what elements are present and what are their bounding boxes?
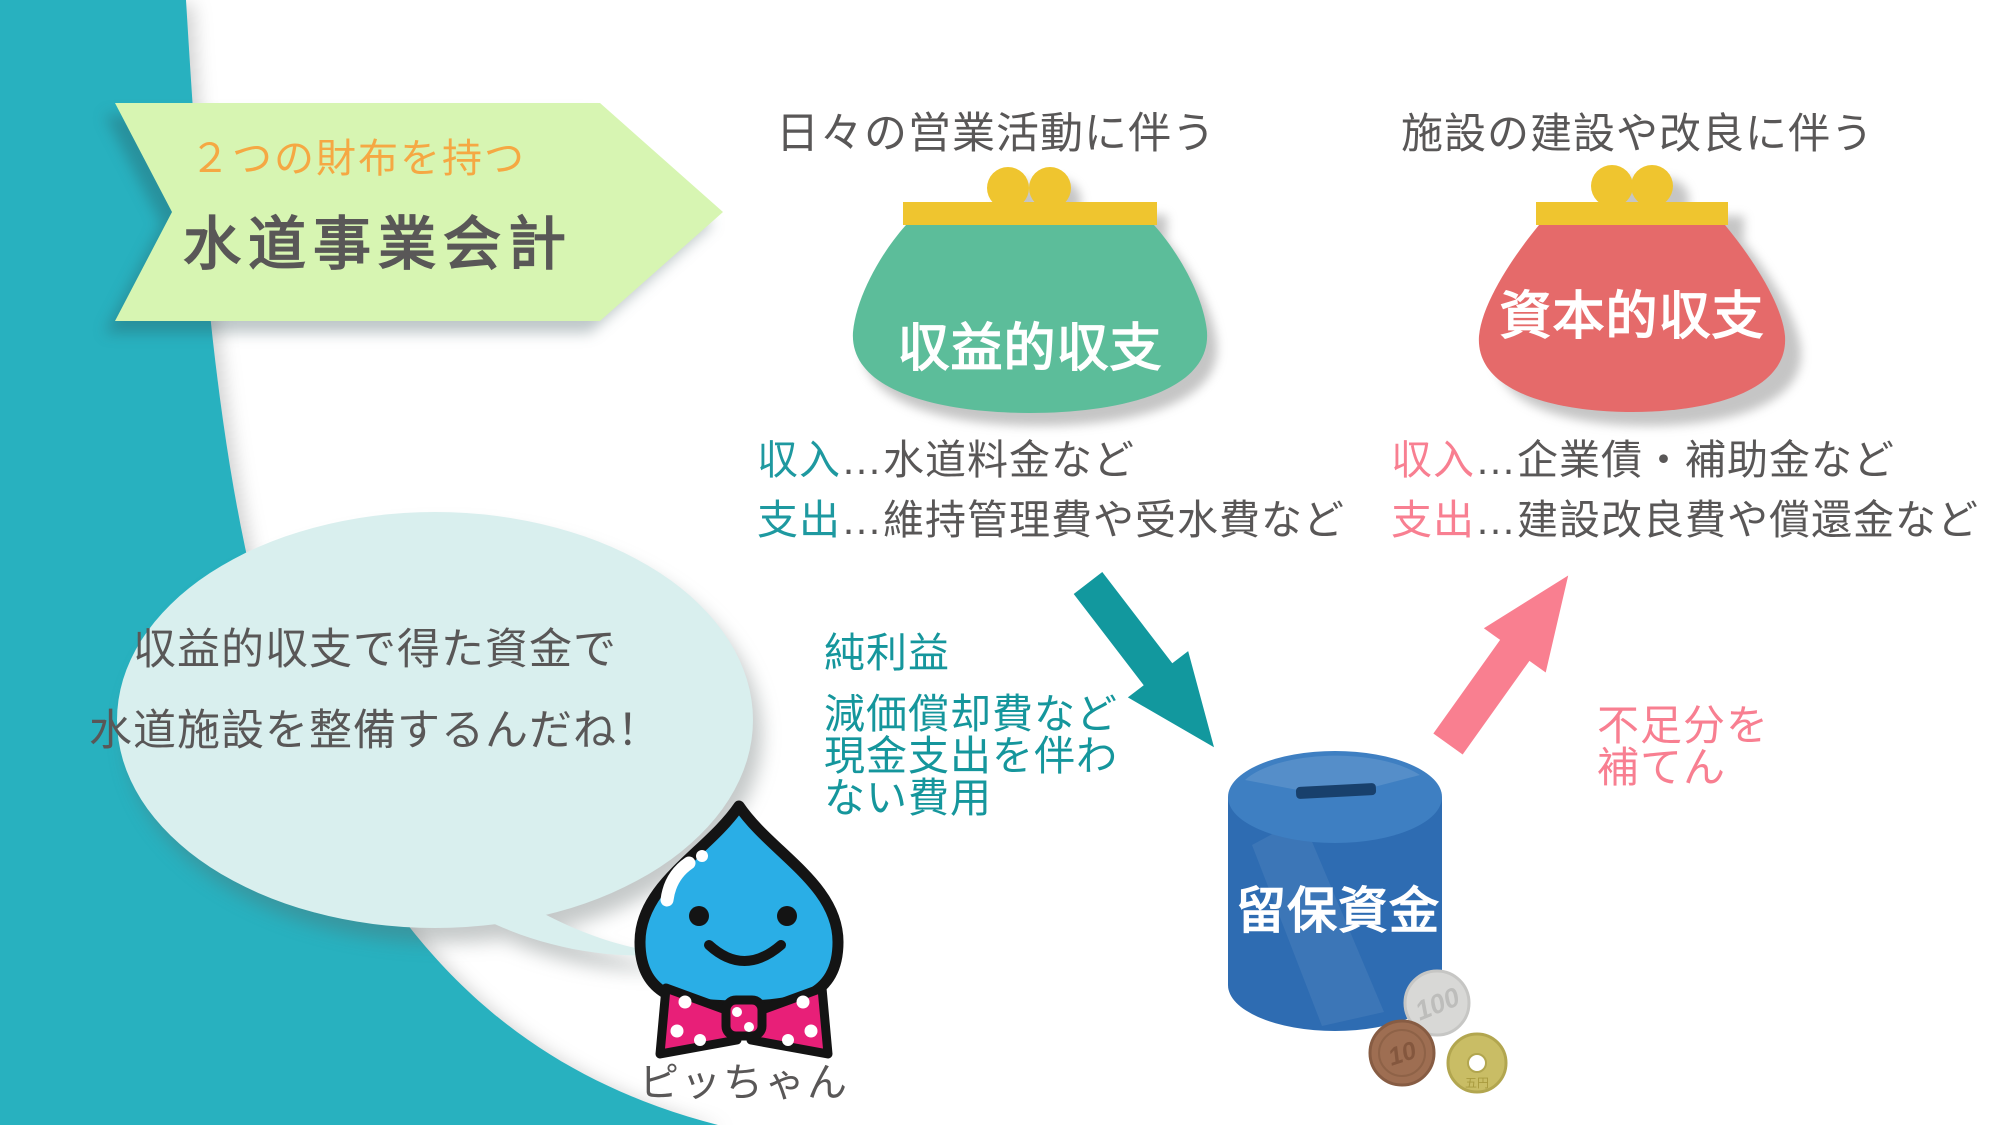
- capital-purse: [1478, 165, 1786, 412]
- coin-5-hole: [1467, 1053, 1487, 1073]
- revenue-expense-text: …維持管理費や受水費など: [841, 497, 1345, 543]
- revenue-expense-line: 支出…維持管理費や受水費など: [757, 500, 1345, 541]
- revenue-income-text: …水道料金など: [841, 437, 1135, 483]
- capital-purse-body: [1478, 225, 1786, 412]
- capital-income-text: …企業債・補助金など: [1475, 437, 1895, 483]
- capital-purse-clasp-left: [1591, 165, 1633, 207]
- revenue-purse-clasp-right: [1029, 167, 1071, 209]
- non-cash-note-line: ない費用: [824, 775, 992, 821]
- mascot-name: ピッちゃん: [639, 1061, 849, 1105]
- coin-slot: [1295, 783, 1377, 799]
- coin-5-text: 五円: [1465, 1076, 1489, 1090]
- non-cash-note-line: 減価償却費など: [824, 691, 1118, 737]
- bow-dot: [744, 1022, 754, 1032]
- revenue-income-line: 収入…水道料金など: [757, 440, 1135, 481]
- capital-purse-frame: [1536, 202, 1728, 225]
- revenue-purse: [852, 167, 1208, 413]
- mascot-smile: [704, 940, 786, 966]
- non-cash-note-line: 現金支出を伴わ: [824, 733, 1118, 779]
- coin-10-ring: [1378, 1029, 1426, 1077]
- capital-purse-clasp-right: [1631, 165, 1673, 207]
- revenue-purse-clasp-left: [987, 167, 1029, 209]
- bow-dot: [804, 1024, 818, 1038]
- revenue-section-header: 日々の営業活動に伴う: [776, 110, 1216, 158]
- title-banner-shape: [115, 103, 723, 321]
- bow-dot: [694, 1034, 706, 1046]
- shortfall-note-line: 不足分を: [1597, 702, 1770, 749]
- mascot-highlight: [660, 856, 696, 907]
- capital-section-header: 施設の建設や改良に伴う: [1401, 110, 1875, 157]
- capital-purse-label: 資本的収支: [1499, 288, 1765, 346]
- coin-100-yen: 100: [1403, 969, 1471, 1037]
- net-profit-arrow: [1073, 572, 1215, 748]
- revenue-purse-body: [852, 225, 1208, 413]
- reserve-can-body: [1228, 797, 1442, 1031]
- bow-dot: [732, 1007, 742, 1017]
- coin-10-yen: 10: [1368, 1019, 1436, 1087]
- shortfall-note-line: 補てん: [1597, 744, 1727, 791]
- bow-tie-knot: [721, 995, 767, 1041]
- net-profit-label: 純利益: [824, 630, 950, 676]
- shortfall-arrow: [1433, 575, 1569, 755]
- bow-dot: [796, 995, 810, 1009]
- banner-tagline: ２つの財布を持つ: [190, 137, 526, 181]
- capital-income-label: 収入: [1391, 437, 1475, 483]
- revenue-purse-frame: [903, 202, 1157, 225]
- mascot-character: [634, 800, 844, 1059]
- bow-dot: [782, 1034, 794, 1046]
- capital-expense-line: 支出…建設改良費や償還金など: [1391, 500, 1979, 541]
- mascot-highlight-dot: [696, 850, 708, 862]
- capital-expense-label: 支出: [1391, 497, 1475, 543]
- reserve-can-lid-sheen: [1245, 755, 1420, 797]
- coin-5-yen: 五円: [1446, 1032, 1508, 1094]
- speech-bubble-line: 水道施設を整備するんだね！: [89, 707, 661, 755]
- bow-dot: [670, 1024, 684, 1038]
- revenue-purse-label: 収益的収支: [897, 320, 1163, 378]
- banner-title: 水道事業会計: [183, 212, 574, 277]
- bow-dot: [678, 995, 692, 1009]
- coin-100-disc: [1403, 969, 1471, 1037]
- revenue-income-label: 収入: [757, 437, 841, 483]
- capital-expense-text: …建設改良費や償還金など: [1475, 497, 1979, 543]
- reserve-can-sheen: [1252, 818, 1384, 1026]
- reserve-can: [1228, 751, 1442, 1031]
- speech-bubble: [117, 512, 753, 928]
- mascot-eye-right: [777, 906, 797, 926]
- speech-bubble-line: 収益的収支で得た資金で: [133, 626, 617, 674]
- reserve-can-label: 留保資金: [1236, 883, 1440, 939]
- capital-income-line: 収入…企業債・補助金など: [1391, 440, 1895, 481]
- revenue-expense-label: 支出: [757, 497, 841, 543]
- mascot-eye-left: [689, 906, 709, 926]
